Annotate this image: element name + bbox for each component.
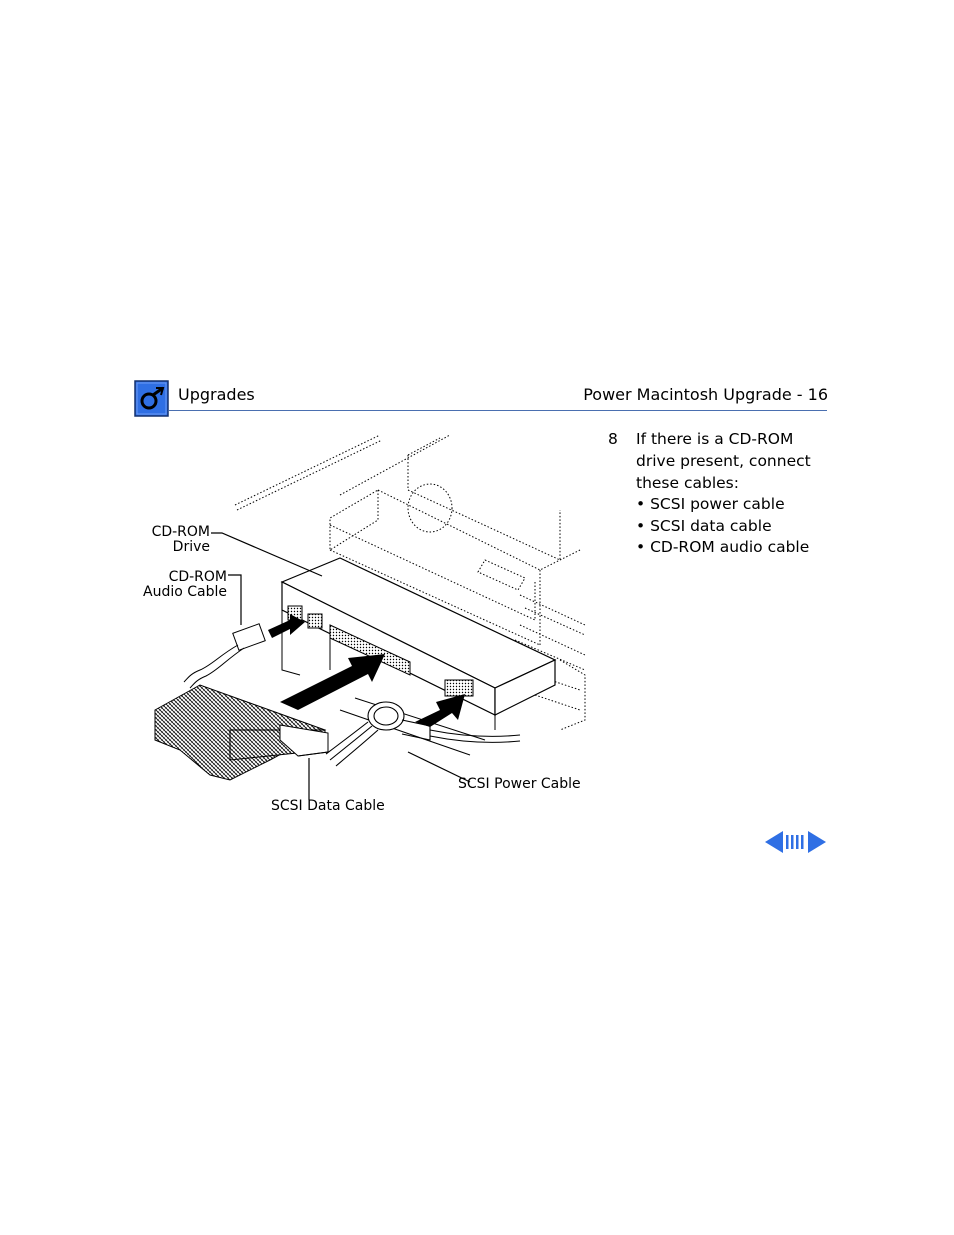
triangle-right-icon[interactable] (808, 831, 826, 853)
callout-audio-cable-line2: Audio Cable (143, 583, 227, 600)
step-number: 8 (608, 430, 618, 448)
header-divider (169, 410, 827, 411)
cdrom-cable-illustration: CD-ROM Drive CD-ROM Audio Cable SCSI Pow… (140, 430, 590, 820)
page-navigation (765, 830, 827, 854)
callout-cdrom-drive-line2: Drive (172, 538, 210, 555)
list-item: • SCSI data cable (636, 516, 772, 535)
callout-audio-cable: CD-ROM Audio Cable (140, 570, 227, 599)
callout-cdrom-drive-line1: CD-ROM (151, 524, 210, 540)
list-item: • CD-ROM audio cable (636, 538, 810, 556)
page-index-icon[interactable] (786, 835, 804, 849)
cable-list: • SCSI power cable • SCSI data cable • C… (636, 494, 836, 559)
list-item: • SCSI power cable (636, 495, 785, 513)
page-title: Power Macintosh Upgrade - 16 (583, 385, 828, 404)
apple-service-logo-icon (134, 380, 169, 417)
callout-scsi-power-cable: SCSI Power Cable (458, 776, 581, 792)
callout-cdrom-drive: CD-ROM Drive (148, 525, 210, 554)
callout-scsi-data-cable: SCSI Data Cable (271, 798, 385, 814)
step-text: If there is a CD-ROM drive present, conn… (636, 430, 811, 492)
callout-audio-cable-line1: CD-ROM (168, 569, 227, 585)
triangle-left-icon[interactable] (765, 831, 783, 853)
section-title: Upgrades (178, 385, 255, 404)
